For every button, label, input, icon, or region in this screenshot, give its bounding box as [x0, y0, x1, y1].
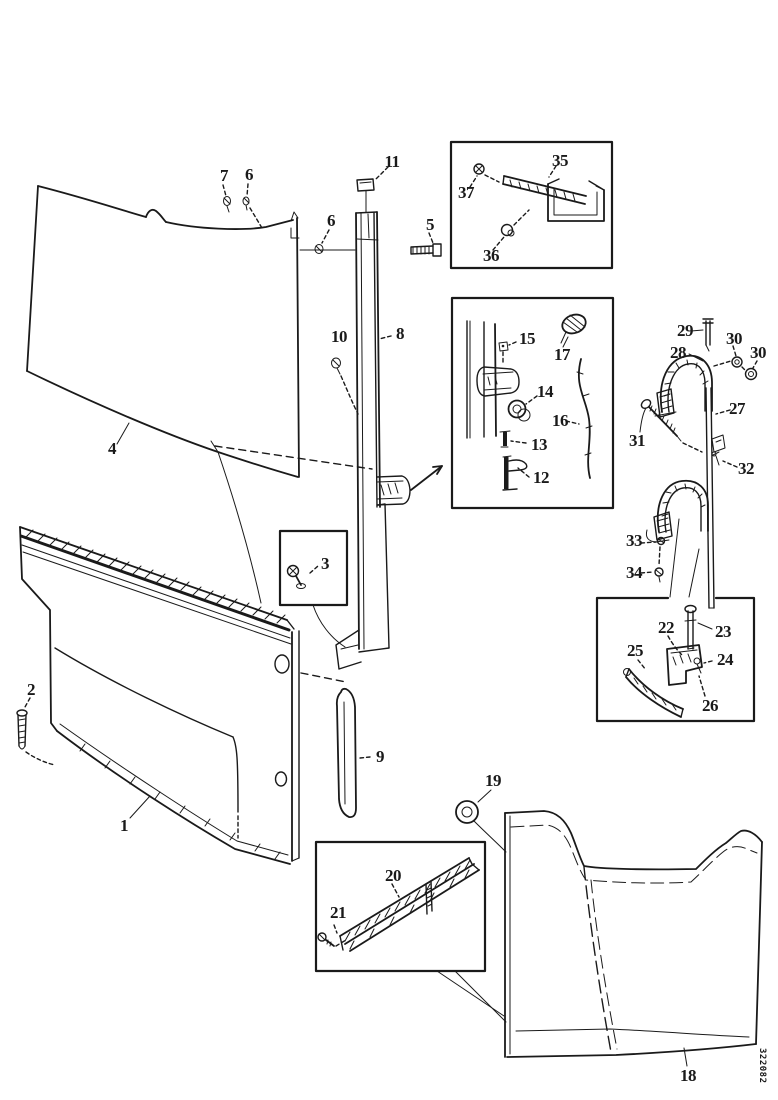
part-glass-run-channel [222, 166, 443, 670]
part-callout-27: 27 [729, 399, 746, 418]
part-callout-5: 5 [426, 215, 435, 234]
part-callout-30: 30 [726, 329, 743, 348]
inset-channel-hardware [450, 296, 615, 510]
part-callout-17: 17 [554, 345, 571, 364]
part-callout-26: 26 [702, 696, 719, 715]
part-window-frame-panel [26, 185, 373, 604]
part-callout-31: 31 [629, 431, 646, 450]
part-callout-11: 11 [384, 152, 400, 171]
inset-hinge-mount [595, 596, 756, 723]
part-callout-13: 13 [531, 435, 548, 454]
part-callout-14: 14 [537, 382, 554, 401]
part-door-outer-panel [455, 789, 763, 1067]
part-callout-29: 29 [677, 321, 694, 340]
part-seal-strip [335, 687, 371, 818]
part-callout-10: 10 [331, 327, 348, 346]
part-callout-16: 16 [552, 411, 569, 430]
part-callout-33: 33 [626, 531, 643, 550]
part-callout-24: 24 [717, 650, 734, 669]
part-callout-36: 36 [483, 246, 500, 265]
part-callout-12: 12 [533, 468, 550, 487]
part-callout-1: 1 [120, 816, 129, 835]
part-callout-32: 32 [738, 459, 755, 478]
part-callout-6: 6 [245, 165, 254, 184]
part-door-hinges [639, 318, 758, 609]
inset-upper-bracket [449, 140, 614, 270]
part-callout-28: 28 [670, 343, 687, 362]
part-callout-34: 34 [626, 563, 643, 582]
part-callout-15: 15 [519, 329, 536, 348]
part-callout-35: 35 [552, 151, 569, 170]
part-callout-18: 18 [680, 1066, 697, 1085]
part-door-inner-panel [16, 526, 347, 865]
part-callout-21: 21 [330, 903, 347, 922]
part-callout-7: 7 [220, 166, 229, 185]
inset-retainer-clip [278, 529, 349, 648]
part-callout-23: 23 [715, 622, 732, 641]
part-callout-25: 25 [627, 641, 644, 660]
part-callout-3: 3 [321, 554, 330, 573]
part-callout-6: 6 [327, 211, 336, 230]
part-callout-4: 4 [108, 439, 117, 458]
inset-sill-rail [314, 840, 507, 1023]
part-callout-20: 20 [385, 866, 402, 885]
part-callout-19: 19 [485, 771, 502, 790]
doc-code: 322082 [757, 1048, 767, 1084]
part-callout-30: 30 [750, 343, 767, 362]
part-callout-9: 9 [376, 747, 385, 766]
part-callout-22: 22 [658, 618, 675, 637]
part-callout-2: 2 [27, 680, 36, 699]
part-callout-8: 8 [396, 324, 405, 343]
part-callout-37: 37 [458, 183, 475, 202]
